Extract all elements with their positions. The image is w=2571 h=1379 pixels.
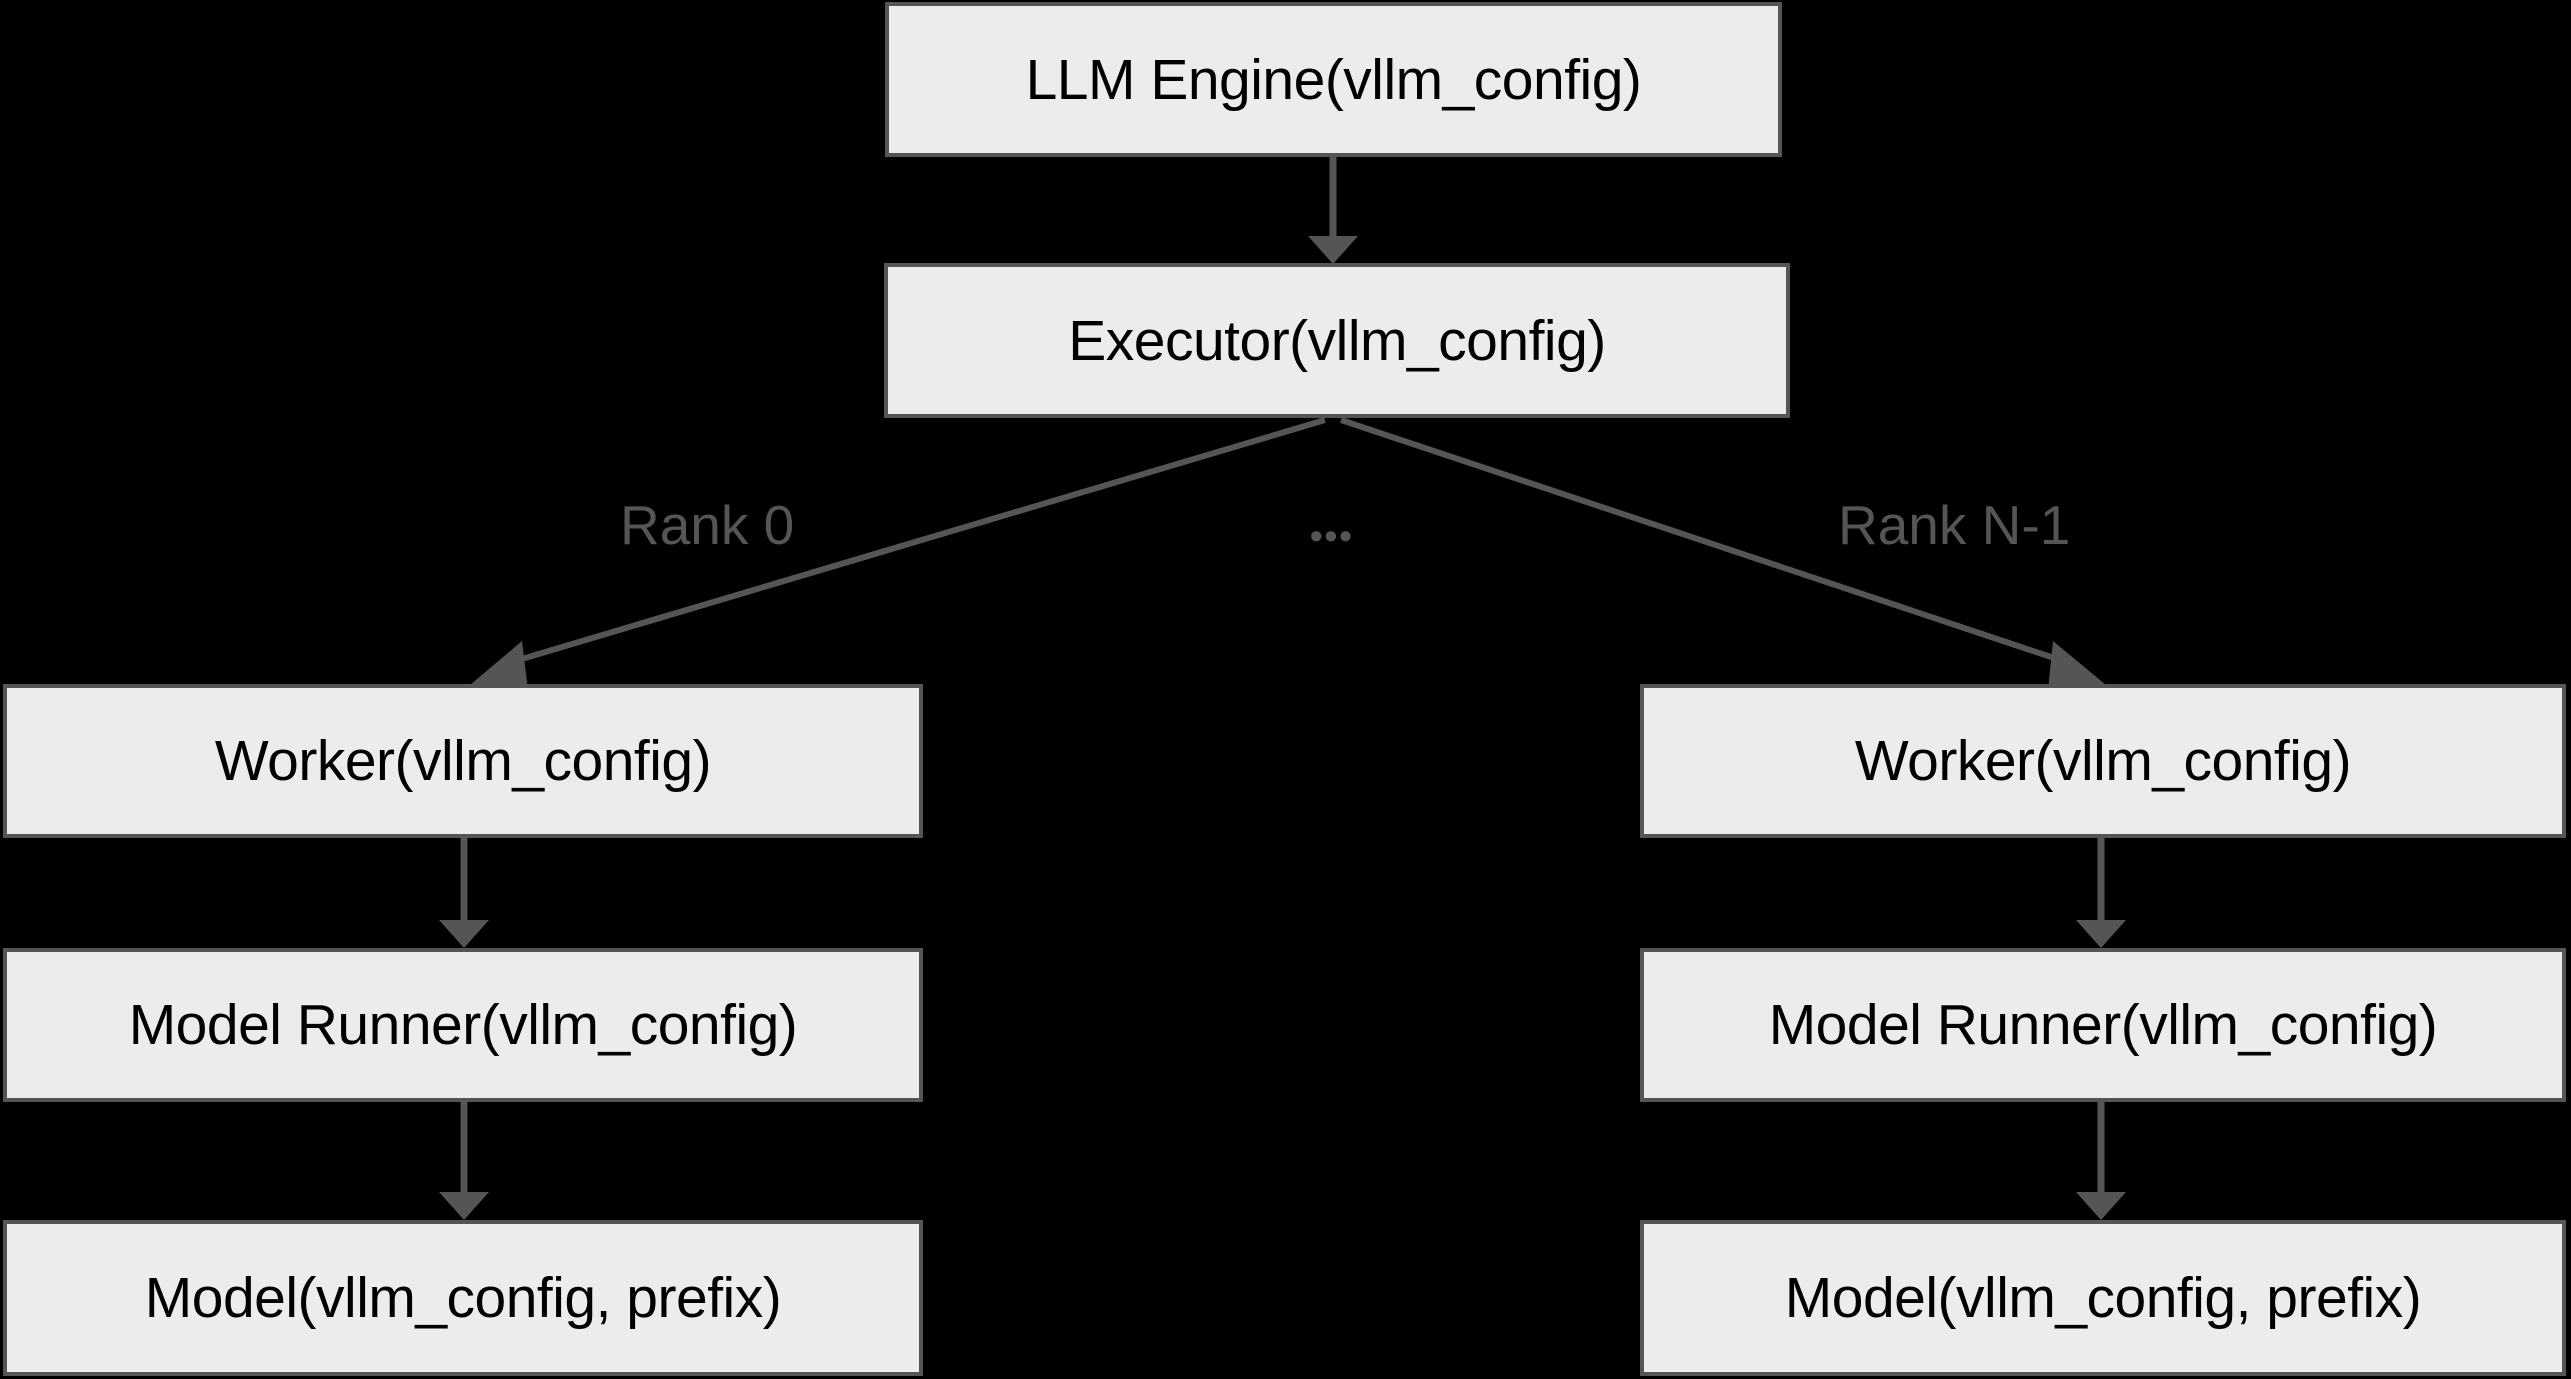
node-executor-label: Executor(vllm_config) [1068,308,1606,373]
edge-modelrunner-to-model-rankn [2076,1102,2126,1220]
node-model-runner-rankn-label: Model Runner(vllm_config) [1768,993,2438,1057]
node-llm-engine-label: LLM Engine(vllm_config) [1025,47,1642,112]
node-model-rankn[interactable]: Model(vllm_config, prefix) [1640,1220,2566,1376]
edge-label-rank-0-text: Rank 0 [620,494,795,556]
edge-label-rank-n-minus-1: Rank N-1 [1838,493,2070,557]
node-worker-rank0[interactable]: Worker(vllm_config) [3,684,923,838]
node-worker-rankn-label: Worker(vllm_config) [1854,729,2352,793]
edge-label-ellipsis: ••• [1310,518,1354,554]
edge-engine-to-executor [1308,157,1358,264]
node-model-runner-rankn[interactable]: Model Runner(vllm_config) [1640,948,2566,1102]
node-model-rankn-label: Model(vllm_config, prefix) [1784,1266,2422,1330]
node-model-rank0-label: Model(vllm_config, prefix) [144,1266,782,1330]
edge-label-rank-n-minus-1-text: Rank N-1 [1838,494,2071,556]
edge-label-rank-0: Rank 0 [620,493,794,557]
node-model-runner-rank0-label: Model Runner(vllm_config) [128,993,798,1057]
edge-label-ellipsis-text: ••• [1310,515,1354,556]
node-worker-rankn[interactable]: Worker(vllm_config) [1640,684,2566,838]
edge-modelrunner-to-model-rank0 [439,1102,489,1220]
node-model-runner-rank0[interactable]: Model Runner(vllm_config) [3,948,923,1102]
node-llm-engine[interactable]: LLM Engine(vllm_config) [885,2,1782,157]
node-executor[interactable]: Executor(vllm_config) [884,263,1790,418]
edge-executor-to-worker-rank0 [470,417,1326,690]
edge-worker-to-modelrunner-rankn [2076,838,2126,948]
node-worker-rank0-label: Worker(vllm_config) [214,729,712,793]
edge-worker-to-modelrunner-rank0 [439,838,489,948]
node-model-rank0[interactable]: Model(vllm_config, prefix) [3,1220,923,1376]
